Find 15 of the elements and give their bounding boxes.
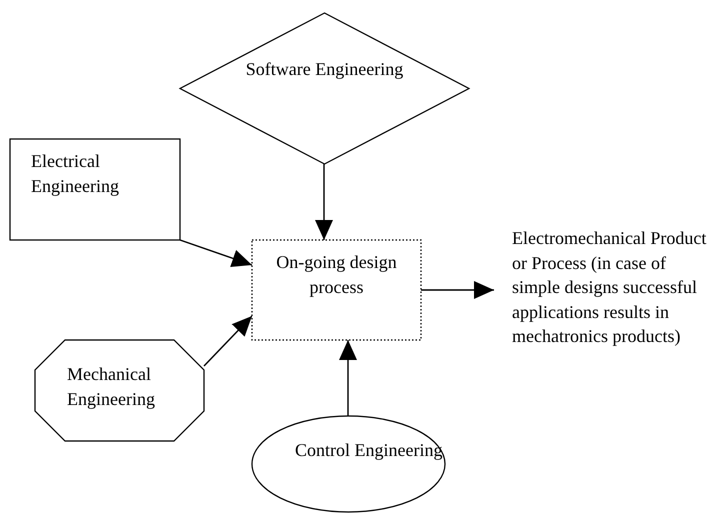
node-label: Control Engineering	[295, 439, 444, 462]
node-label: On-going design process	[275, 251, 398, 299]
arrow	[421, 281, 494, 299]
arrow	[339, 340, 357, 416]
node-label: Mechanical Engineering	[67, 363, 156, 411]
node-label: Software Engineering	[244, 58, 404, 81]
octagon-shape	[35, 340, 204, 441]
arrow	[315, 164, 333, 240]
ellipse-shape	[252, 416, 445, 512]
node-label: Electrical Engineering	[31, 150, 120, 198]
decision-diamond	[180, 13, 469, 164]
process-box	[10, 139, 180, 240]
arrow	[180, 239, 252, 267]
output-text: Electromechanical Product or Process (in case of simple designs successful applications results in mechatronics products)	[512, 227, 708, 348]
arrow	[204, 316, 252, 366]
